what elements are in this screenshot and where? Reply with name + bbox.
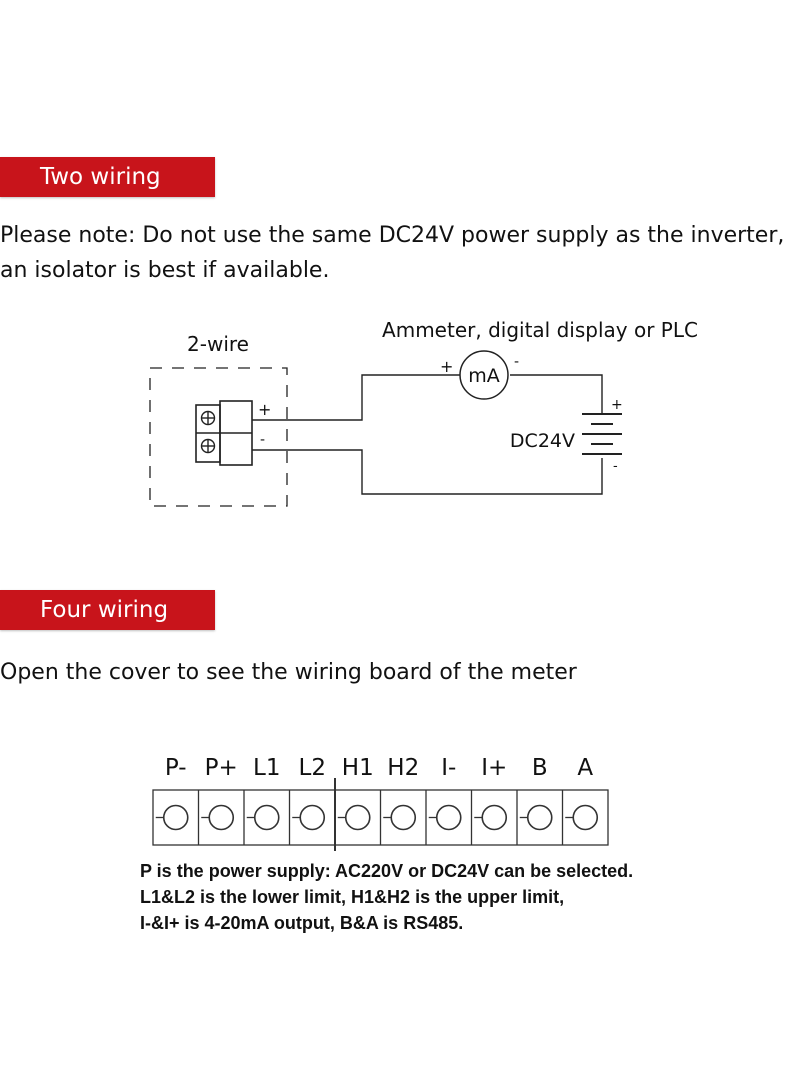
terminal-label: P+: [205, 755, 238, 781]
screw-terminal-icon: [200, 438, 216, 454]
battery-icon: [582, 413, 622, 455]
terminal-screw-icon: [572, 804, 599, 831]
battery-plus-sign: +: [611, 397, 623, 413]
terminal-screw-icon: [390, 804, 417, 831]
device-enclosure: [149, 367, 288, 507]
terminal-label: P-: [165, 755, 187, 781]
ammeter-symbol: mA: [468, 365, 500, 387]
section-banner-two-wiring: Two wiring: [0, 157, 215, 197]
terminal-label: L2: [299, 755, 326, 781]
ammeter-icon: [459, 350, 509, 400]
note-text-line-1: Please note: Do not use the same DC24V p…: [0, 223, 785, 248]
terminal-screw-icon: [299, 804, 326, 831]
terminal-screw-icon: [162, 804, 189, 831]
terminal-screw-icon: [208, 804, 235, 831]
terminal-label: L1: [253, 755, 280, 781]
terminal-screw-icon: [253, 804, 280, 831]
device-plus-sign: +: [258, 400, 271, 419]
device-label: 2-wire: [187, 332, 249, 356]
terminal-screw-icon: [526, 804, 553, 831]
meter-plus-sign: +: [440, 357, 453, 376]
terminal-screw-icon: [344, 804, 371, 831]
wire-meter-to-supply: [510, 374, 603, 413]
wire-negative: [252, 449, 603, 495]
terminal-notes: P is the power supply: AC220V or DC24V c…: [140, 858, 633, 936]
terminal-label: A: [577, 755, 593, 781]
meter-minus-sign: -: [514, 354, 519, 370]
terminal-screw-icon: [481, 804, 508, 831]
terminal-label: I+: [481, 755, 507, 781]
meter-label: Ammeter, digital display or PLC: [382, 318, 698, 342]
note-line: L1&L2 is the lower limit, H1&H2 is the u…: [140, 887, 565, 907]
terminal-label: B: [532, 755, 548, 781]
section-banner-four-wiring: Four wiring: [0, 590, 215, 630]
screw-terminal-icon: [200, 410, 216, 426]
note-line: P is the power supply: AC220V or DC24V c…: [140, 861, 634, 881]
two-wire-diagram: 2-wire Ammeter, digital display or PLC +…: [149, 318, 698, 507]
battery-minus-sign: -: [613, 459, 618, 474]
supply-label: DC24V: [510, 430, 575, 452]
note-line: I-&I+ is 4-20mA output, B&A is RS485.: [140, 913, 464, 933]
terminal-label: I-: [441, 755, 456, 781]
terminal-label: H1: [342, 755, 374, 781]
note-text-line-2: an isolator is best if available.: [0, 258, 330, 283]
terminal-screw-icon: [435, 804, 462, 831]
four-wiring-intro-text: Open the cover to see the wiring board o…: [0, 660, 577, 685]
device-minus-sign: -: [260, 432, 265, 448]
terminal-board: P- P+ L1 L2 H1 H2 I- I+ B A: [152, 755, 609, 851]
terminal-label: H2: [387, 755, 419, 781]
wire-positive: [252, 374, 460, 421]
